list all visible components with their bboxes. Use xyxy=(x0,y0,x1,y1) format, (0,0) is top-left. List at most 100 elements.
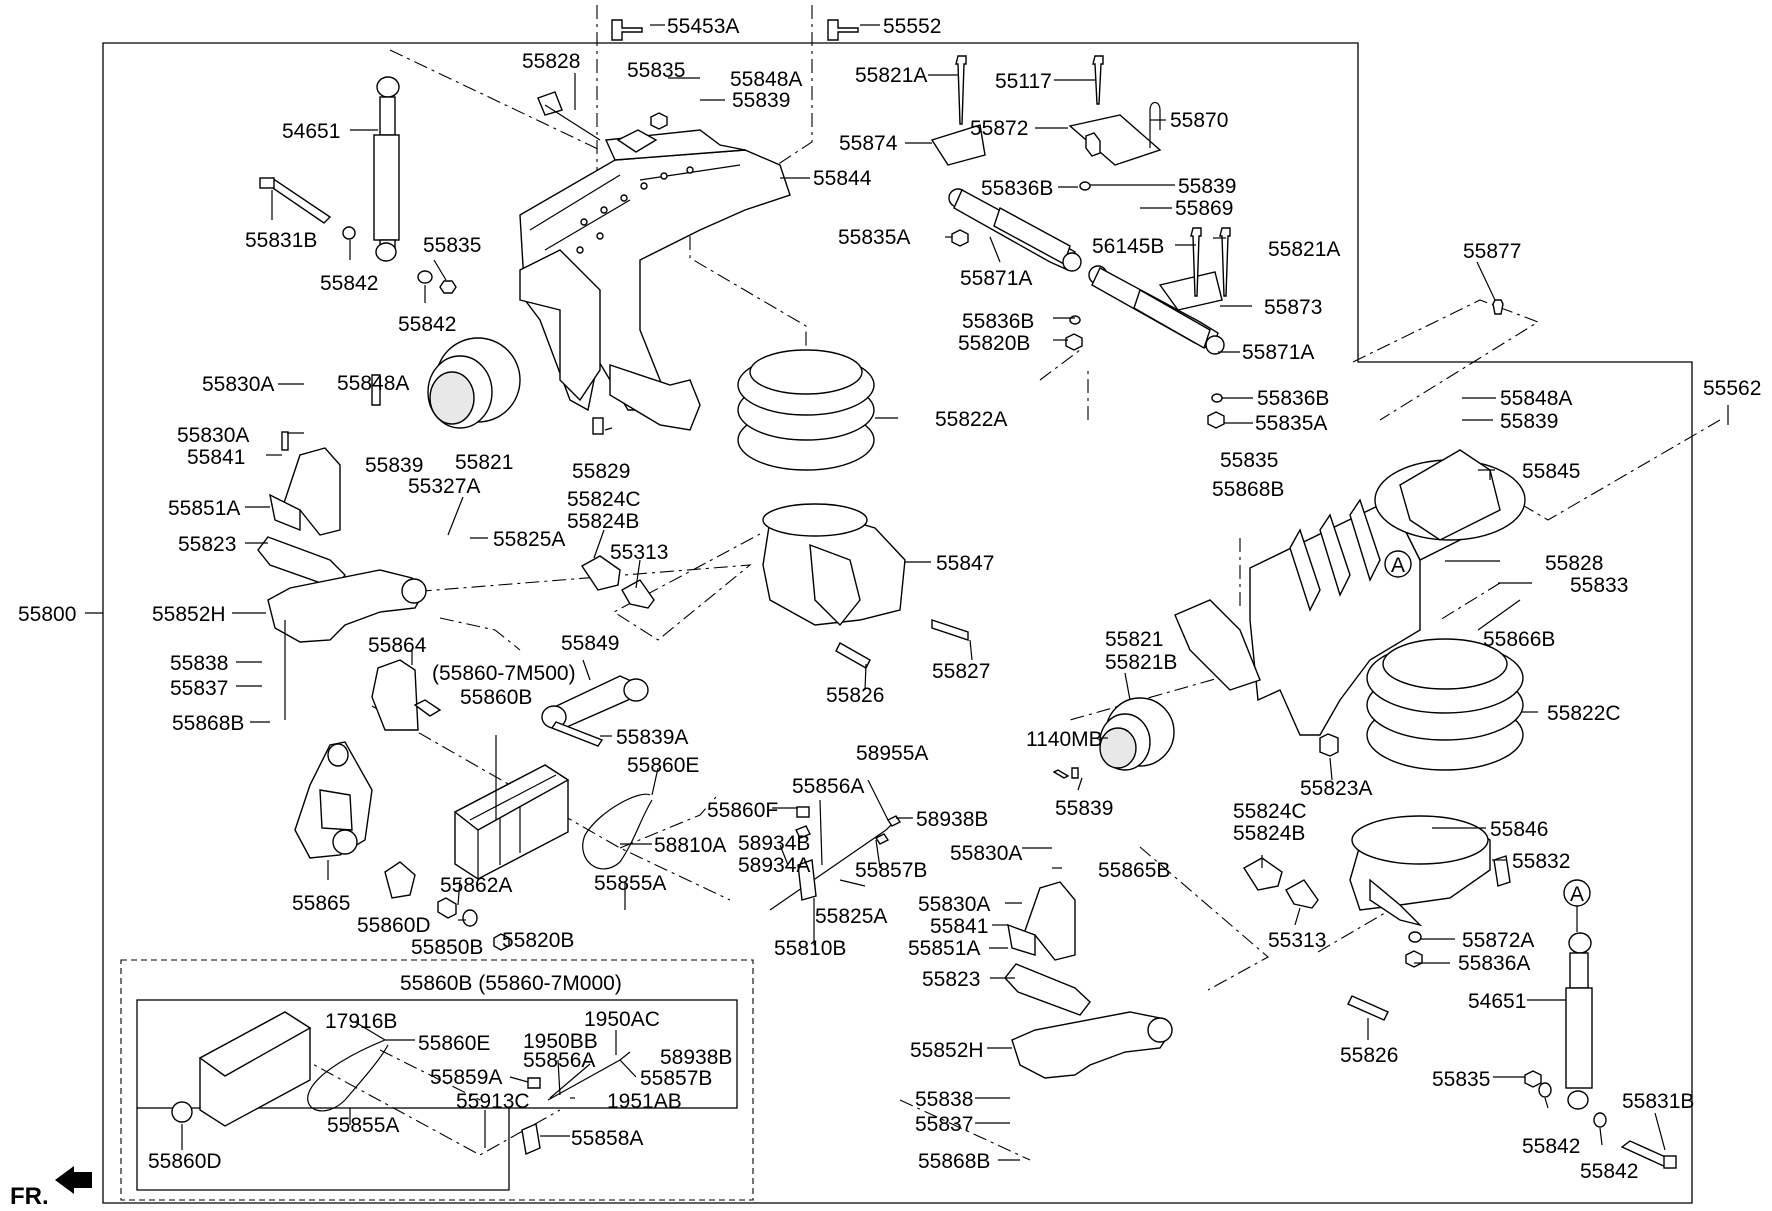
label-55842: 55842 xyxy=(398,313,456,336)
label-55836B: 55836B xyxy=(981,177,1053,200)
label-55552: 55552 xyxy=(883,15,941,38)
label-55866B: 55866B xyxy=(1483,628,1555,651)
label-55851A: 55851A xyxy=(908,937,980,960)
label-55859A: 55859A xyxy=(430,1066,502,1089)
label-55848A: 55848A xyxy=(337,372,409,395)
label-55822C: 55822C xyxy=(1547,702,1621,725)
label-17916B: 17916B xyxy=(325,1010,397,1033)
label-55453A: 55453A xyxy=(667,15,739,38)
label-55838: 55838 xyxy=(170,652,228,675)
label-55835: 55835 xyxy=(1220,449,1278,472)
label-55855A: 55855A xyxy=(327,1114,399,1137)
label-55826: 55826 xyxy=(1340,1044,1398,1067)
label-55871A: 55871A xyxy=(960,267,1032,290)
label-55856A: 55856A xyxy=(523,1049,595,1072)
label-55913C: 55913C xyxy=(456,1090,530,1113)
label-55871A: 55871A xyxy=(1242,341,1314,364)
label-55872A: 55872A xyxy=(1462,929,1534,952)
label-55327A: 55327A xyxy=(408,475,480,498)
label-55860D: 55860D xyxy=(148,1150,222,1173)
label-55821: 55821 xyxy=(1105,628,1163,651)
label-58810A: 58810A xyxy=(654,834,726,857)
label-55842: 55842 xyxy=(1522,1135,1580,1158)
label-55837: 55837 xyxy=(170,677,228,700)
label-55848A: 55848A xyxy=(730,68,802,91)
label-54651: 54651 xyxy=(1468,990,1526,1013)
label-58934B: 58934B xyxy=(738,832,810,855)
label-55868B: 55868B xyxy=(918,1150,990,1173)
bracket-55851A-left xyxy=(269,447,341,536)
label-55800: 55800 xyxy=(18,603,76,626)
label-55874: 55874 xyxy=(839,132,898,155)
air-spring-55822C xyxy=(1366,638,1524,771)
subkit-cable xyxy=(307,1039,389,1112)
air-spring-55822A xyxy=(737,349,875,471)
shock-55871A-lower xyxy=(1088,265,1225,355)
label-55824B: 55824B xyxy=(567,510,639,533)
label-55821B: 55821B xyxy=(1105,651,1177,674)
label-55810B: 55810B xyxy=(774,937,846,960)
label-1950BB: 1950BB xyxy=(523,1030,598,1053)
label-55860F: 55860F xyxy=(707,799,778,822)
label-55117: 55117 xyxy=(995,70,1052,93)
label-55838: 55838 xyxy=(915,1088,973,1111)
front-label: FR. xyxy=(10,1183,49,1210)
bracket-55851A-right xyxy=(1007,881,1076,961)
label-56145B: 56145B xyxy=(1092,235,1164,258)
label-55313: 55313 xyxy=(610,541,668,564)
label-55860B: 55860B xyxy=(460,686,532,709)
label-55839: 55839 xyxy=(1055,797,1113,820)
label-55870: 55870 xyxy=(1170,109,1228,132)
label-55830A: 55830A xyxy=(177,424,249,447)
label-55824C: 55824C xyxy=(1233,800,1307,823)
label-55835: 55835 xyxy=(423,234,481,257)
label-55857B: 55857B xyxy=(855,859,927,882)
label-55837: 55837 xyxy=(915,1113,973,1136)
label-55839: 55839 xyxy=(1178,175,1236,198)
label-55839A: 55839A xyxy=(616,726,688,749)
label-55830A: 55830A xyxy=(918,893,990,916)
seat-55846 xyxy=(1349,815,1491,927)
label-55872: 55872 xyxy=(970,117,1028,140)
label-1951AB: 1951AB xyxy=(607,1090,682,1113)
label-1140MB: 1140MB xyxy=(1026,728,1103,751)
label-55821A: 55821A xyxy=(1268,238,1340,261)
label-1950AC: 1950AC xyxy=(584,1008,660,1031)
label-55820B: 55820B xyxy=(958,332,1030,355)
label-55860E: 55860E xyxy=(418,1032,490,1055)
label-55852H: 55852H xyxy=(910,1039,984,1062)
cable-58810A xyxy=(582,793,653,870)
arm-55852H-right xyxy=(1011,1011,1173,1079)
label-55836B: 55836B xyxy=(1257,387,1329,410)
marker-a-lower-text: A xyxy=(1570,883,1584,906)
label-58938B: 58938B xyxy=(660,1046,732,1069)
label-55832: 55832 xyxy=(1512,850,1570,873)
label-55842: 55842 xyxy=(320,272,378,295)
label-55831B: 55831B xyxy=(245,229,317,252)
air-bellow-55821-right xyxy=(1099,697,1175,771)
label-55857B: 55857B xyxy=(640,1067,712,1090)
label-58934A: 58934A xyxy=(738,854,810,877)
shock-55871A-upper xyxy=(948,188,1082,272)
label-55865: 55865 xyxy=(292,892,350,915)
label-55855A: 55855A xyxy=(594,872,666,895)
label-55823A: 55823A xyxy=(1300,777,1372,800)
label-55873: 55873 xyxy=(1264,296,1322,319)
frame-bracket-right xyxy=(1249,449,1526,736)
label-55825A: 55825A xyxy=(493,528,565,551)
label-55828: 55828 xyxy=(522,50,580,73)
label-55820B: 55820B xyxy=(502,929,574,952)
label-55841: 55841 xyxy=(187,446,245,469)
label-55824C: 55824C xyxy=(567,488,641,511)
label-55827: 55827 xyxy=(932,660,990,683)
label-55823: 55823 xyxy=(178,533,236,556)
subkit-actuator xyxy=(171,1011,312,1127)
label-55839: 55839 xyxy=(732,89,790,112)
label-55313: 55313 xyxy=(1268,929,1326,952)
callout-marker-a-upper xyxy=(1384,550,1412,578)
shock-absorber-left xyxy=(373,76,400,262)
label-55868B: 55868B xyxy=(1212,478,1284,501)
label-55835A: 55835A xyxy=(838,226,910,249)
label-55852H: 55852H xyxy=(152,603,226,626)
label-55850B: 55850B xyxy=(411,936,483,959)
